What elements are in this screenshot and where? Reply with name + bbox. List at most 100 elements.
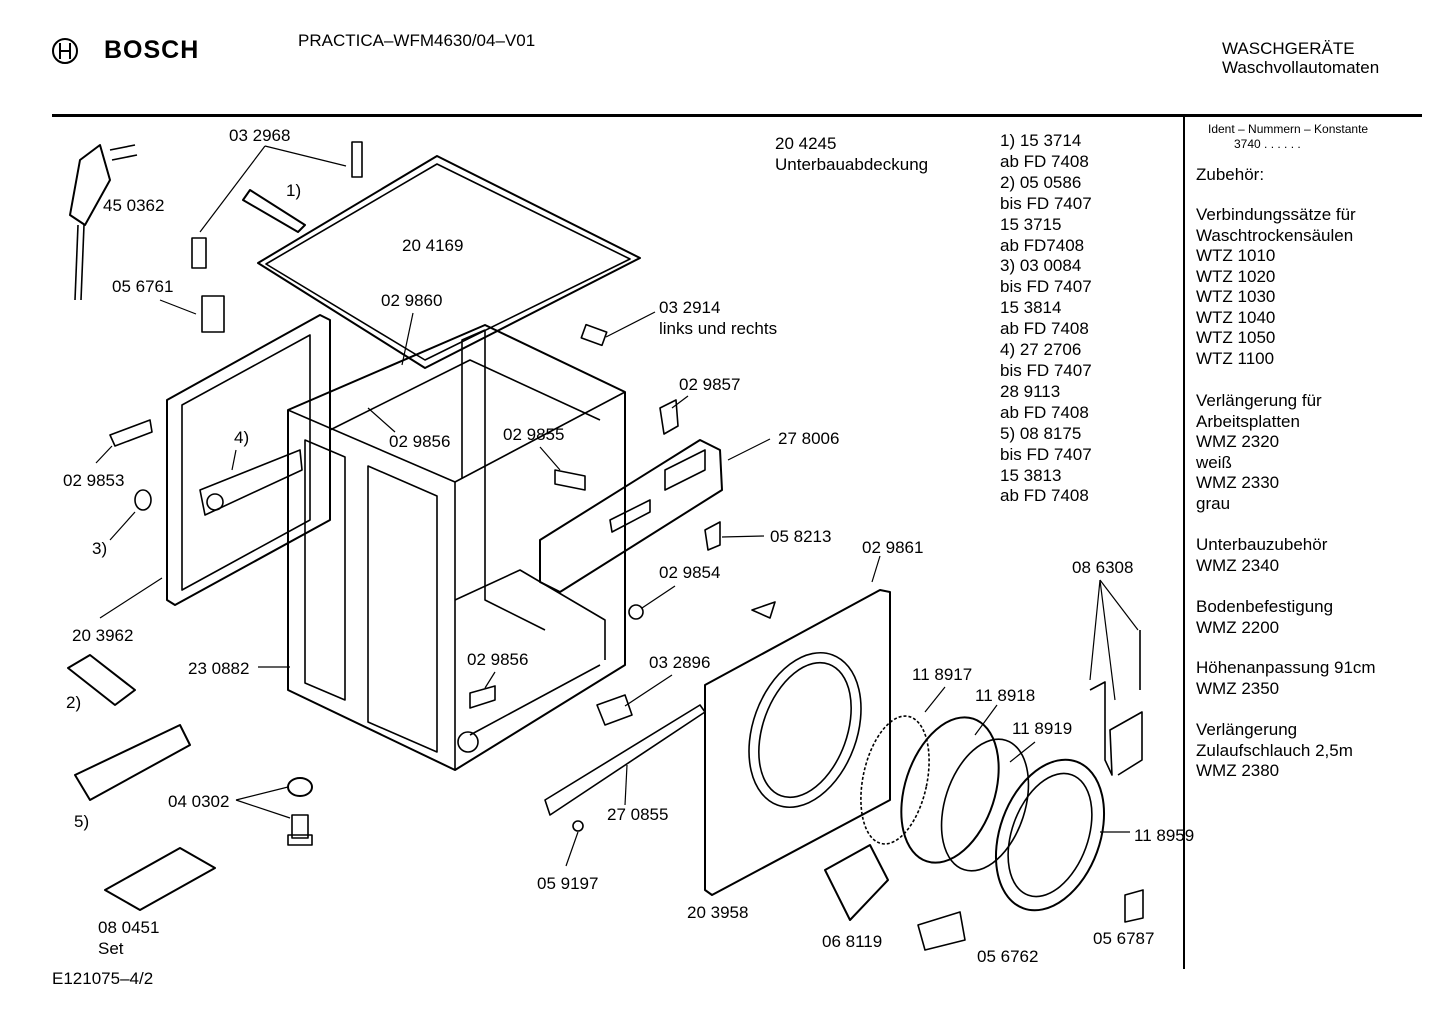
bracket-part: [580, 323, 608, 347]
drawing-id: E121075–4/2: [52, 969, 154, 988]
hinge-part: [1089, 630, 1143, 776]
accessory-line: WTZ 1030: [1196, 287, 1276, 306]
door-handle-part: [824, 844, 889, 921]
part-label-270855: 27 0855: [607, 805, 669, 824]
variant-line: 1) 15 3714: [1000, 131, 1082, 150]
part-label-056787: 05 6787: [1093, 929, 1155, 948]
part-label-056762: 05 6762: [977, 947, 1039, 966]
part-label-040302: 04 0302: [168, 792, 230, 811]
front-panel-part: [704, 589, 891, 896]
model-title: PRACTICA–WFM4630/04–V01: [298, 31, 536, 50]
part-label-029853: 02 9853: [63, 471, 125, 490]
door-lock-part: [917, 911, 966, 951]
variant-list: 1) 15 3714 ab FD 7408 2) 05 0586 bis FD …: [1000, 131, 1092, 507]
accessory-group: Höhenanpassung 91cm WMZ 2350: [1196, 658, 1376, 699]
part-label-080451-note: Set: [98, 939, 124, 958]
variant-line: bis FD 7407: [1000, 277, 1092, 297]
nut-part: [287, 777, 313, 797]
top-cover-part: [257, 155, 641, 369]
part-label-118917: 11 8917: [912, 665, 973, 684]
cabinet-frame-part: [287, 324, 626, 771]
control-panel-part: [539, 439, 723, 593]
part-label-086308: 08 6308: [1072, 558, 1134, 577]
accessory-group: Bodenbefestigung WMZ 2200: [1196, 597, 1333, 638]
accessory-line: Waschtrockensäulen: [1196, 225, 1354, 245]
part-label-ref4: 4): [234, 428, 250, 447]
part-label-080451: 08 0451: [98, 918, 160, 937]
variant-line: ab FD7408: [1000, 235, 1085, 255]
part-label-ref2: 2): [66, 693, 82, 712]
accessory-group: Verbindungssätze für Waschtrockensäulen …: [1196, 205, 1356, 369]
accessory-line: weiß: [1196, 452, 1232, 472]
ident-header: Ident – Nummern – Konstante: [1208, 122, 1369, 136]
part-label-278006: 27 8006: [778, 429, 840, 448]
part-label-ref5: 5): [74, 812, 90, 831]
wrench-part: [74, 724, 191, 801]
part-label-029857: 02 9857: [679, 375, 741, 394]
part-label-204169: 20 4169: [402, 236, 464, 255]
set-part: [104, 847, 216, 911]
accessory-line: grau: [1196, 493, 1231, 513]
accessory-line: Bodenbefestigung: [1196, 597, 1334, 616]
subcategory-title: Waschvollautomaten: [1222, 58, 1380, 77]
part-label-056761: 05 6761: [112, 277, 174, 296]
variant-line: bis FD 7407: [1000, 360, 1092, 380]
variant-line: ab FD 7408: [1000, 402, 1089, 422]
variant-line: 4) 27 2706: [1000, 340, 1082, 360]
variant-line: 28 9113: [1000, 381, 1061, 401]
accessory-line: WMZ 2380: [1196, 761, 1280, 780]
part-label-032968: 03 2968: [229, 126, 291, 145]
variant-line: ab FD 7408: [1000, 151, 1089, 171]
variant-line: 15 3814: [1000, 298, 1062, 318]
variant-line: ab FD 7408: [1000, 486, 1089, 506]
header-divider: [52, 114, 1422, 117]
part-label-203962: 20 3962: [72, 626, 134, 645]
accessory-line: Zulaufschlauch 2,5m: [1196, 740, 1353, 760]
part-label-032914: 03 2914: [659, 298, 721, 317]
part-label-059197: 05 9197: [537, 874, 599, 893]
clip-part: [596, 694, 633, 726]
variant-line: 5) 08 8175: [1000, 423, 1082, 443]
accessory-line: WMZ 2200: [1196, 617, 1280, 637]
part-label-029854: 02 9854: [659, 563, 721, 582]
part-label-204245: 20 4245: [775, 134, 837, 153]
sidebar-divider: [1183, 117, 1185, 969]
variant-line: 15 3715: [1000, 214, 1062, 234]
part-label-118919: 11 8919: [1012, 719, 1073, 738]
ident-value: 3740 . . . . . .: [1234, 137, 1301, 151]
clip-part: [109, 419, 153, 447]
clip-part: [554, 469, 586, 491]
plug-part: [628, 604, 644, 620]
screw-part: [572, 820, 584, 832]
accessory-line: Arbeitsplatten: [1196, 411, 1300, 431]
category-title: WASCHGERÄTE: [1222, 39, 1355, 58]
part-label-068119: 06 8119: [822, 932, 883, 951]
accessory-line: Verlängerung für: [1196, 391, 1322, 410]
brand-logo: BOSCH: [104, 36, 200, 64]
part-label-204245-note: Unterbauabdeckung: [775, 155, 929, 174]
accessory-line: WMZ 2320: [1196, 432, 1280, 451]
variant-line: bis FD 7407: [1000, 444, 1092, 464]
strip-part: [544, 704, 706, 816]
part-label-118918: 11 8918: [975, 686, 1036, 705]
accessory-group: Unterbauzubehör WMZ 2340: [1196, 535, 1327, 576]
leader-lines: [95, 145, 1139, 867]
variant-line: ab FD 7408: [1000, 319, 1089, 339]
accessory-line: Verbindungssätze für: [1196, 205, 1356, 224]
accessory-line: WMZ 2330: [1196, 473, 1280, 492]
clip-part: [659, 399, 679, 435]
accessory-line: WMZ 2350: [1196, 678, 1280, 698]
washer-part: [134, 489, 152, 511]
part-label-029856b: 02 9856: [467, 650, 529, 669]
accessory-line: Höhenanpassung 91cm: [1196, 658, 1376, 677]
part-label-032896: 03 2896: [649, 653, 711, 672]
clip-part: [469, 685, 496, 709]
part-label-029856a: 02 9856: [389, 432, 451, 451]
variant-line: 15 3813: [1000, 465, 1062, 485]
inlet-hose-part: [242, 189, 306, 233]
accessory-line: WTZ 1020: [1196, 266, 1276, 286]
part-label-029855: 02 9855: [503, 425, 565, 444]
switch-part: [201, 295, 225, 333]
accessory-line: WTZ 1040: [1196, 307, 1276, 327]
